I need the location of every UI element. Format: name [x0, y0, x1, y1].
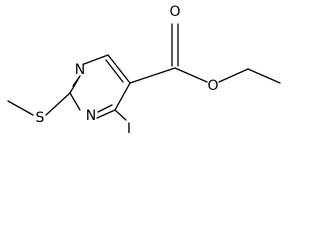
- pyrimidine-ring: [69, 54, 131, 119]
- atom-label-iodine: I: [127, 121, 131, 137]
- methylthio-group: [7, 92, 71, 116]
- bond-carbonyl-ester-o: [174, 67, 208, 83]
- bond-c5-c6: [107, 54, 131, 84]
- atom-label-n-top: N: [75, 62, 85, 78]
- bond-c5-carbonyl: [129, 67, 176, 84]
- ethyl-ester-group: [129, 23, 281, 84]
- bond-c2-s: [45, 92, 71, 116]
- bond-ester-o-ch2: [218, 68, 249, 83]
- atom-label-sulfur: S: [36, 110, 45, 126]
- atom-label-carbonyl-oxygen: O: [169, 4, 180, 20]
- bond-c5-c6-inner: [105, 59, 124, 83]
- bond-c2-n1-double: [72, 75, 81, 87]
- bond-ch2-ch3: [247, 68, 281, 84]
- bond-n3-c4: [96, 109, 116, 119]
- bond-n3-c4-inner: [97, 104, 113, 113]
- atom-label-n-bottom: N: [86, 108, 96, 124]
- bond-c2-n3: [69, 92, 81, 111]
- bond-c6-n1: [83, 54, 109, 65]
- bond-c4-c5: [114, 82, 131, 111]
- molecule-structure: N N S I O O: [7, 4, 281, 137]
- atom-label-ester-oxygen: O: [207, 78, 218, 94]
- iodo-group: [114, 109, 127, 121]
- bond-s-methyl: [7, 100, 34, 116]
- bond-c4-i: [114, 109, 127, 121]
